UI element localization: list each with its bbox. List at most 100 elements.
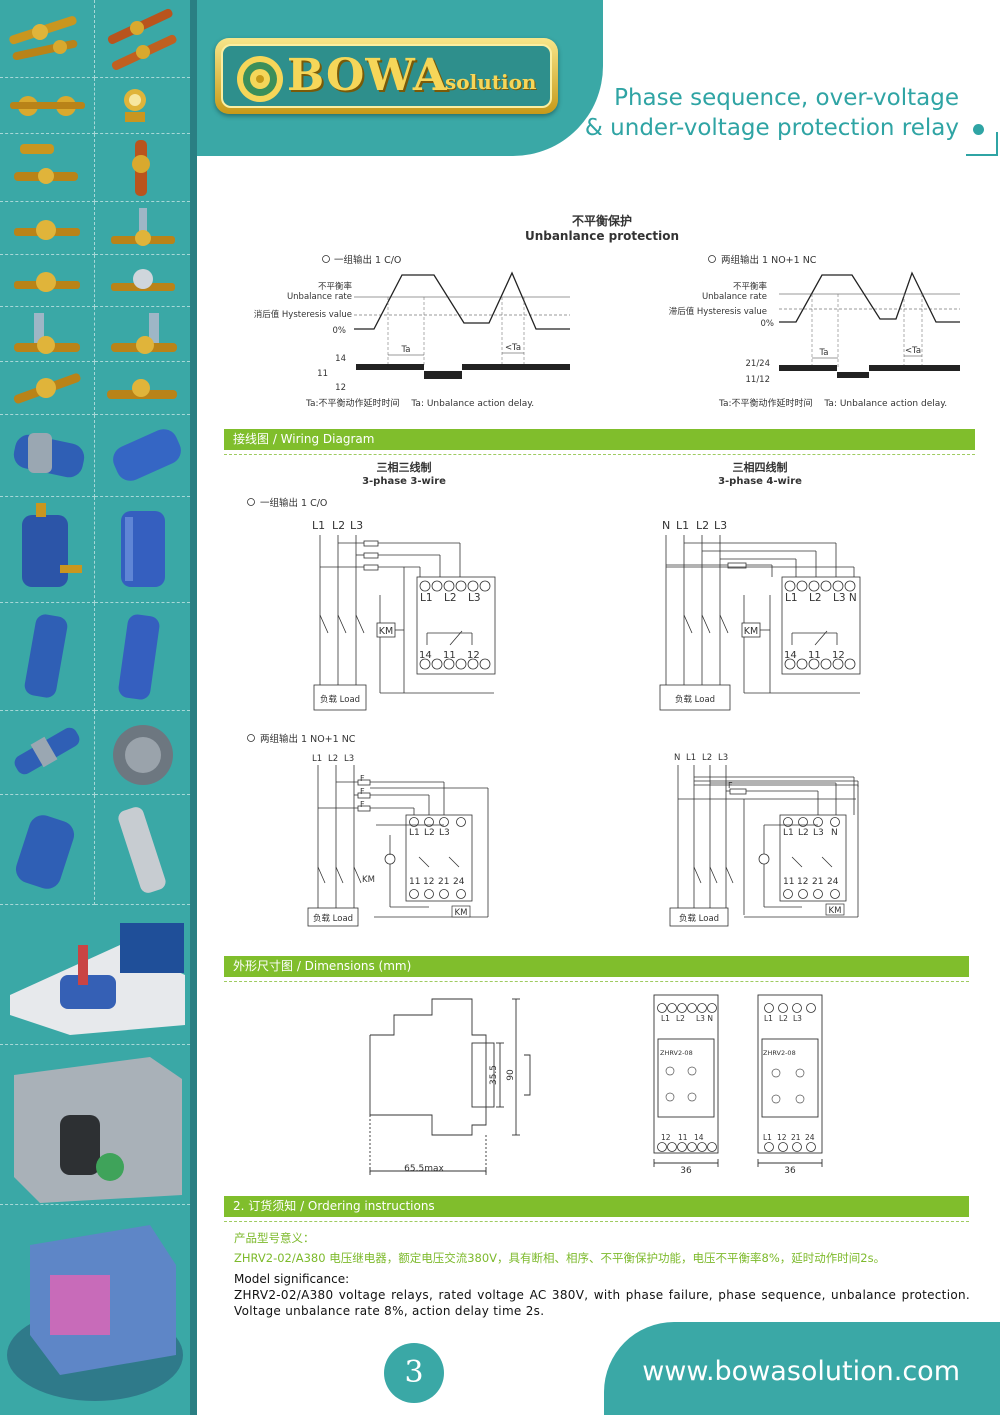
coil-km: KM [455, 908, 468, 918]
relay-state-bar [869, 365, 960, 371]
phase-l1: L1 [312, 519, 325, 532]
product-tile [0, 795, 95, 905]
bullet-dot-icon [973, 124, 984, 135]
load-label: 负载 Load [675, 694, 715, 705]
product-tile [0, 905, 190, 1045]
product-tile [95, 78, 190, 134]
product-tile [0, 415, 95, 497]
relay-front-view-co [653, 994, 719, 1167]
load-label: 负载 Load [320, 694, 360, 705]
ordering-instructions: 产品型号意义： ZHRV2-02/A380 电压继电器，额定电压交流380V，具… [234, 1230, 970, 1319]
left-rate-zh: 不平衡率 [318, 281, 353, 292]
front1-term-l1: L1 [661, 1014, 670, 1023]
fuse-f: F [360, 800, 365, 809]
front1-term-12: 12 [661, 1133, 671, 1142]
product-sidebar [0, 0, 197, 1415]
dim-width-front2: 36 [784, 1166, 796, 1176]
relay-terminals-top [419, 580, 491, 670]
brand-logo: BOWA solution [215, 38, 558, 114]
front-terminals [657, 1003, 717, 1152]
relay-term-l3n: L3 N [833, 592, 857, 604]
relay-side-profile [369, 998, 531, 1175]
left-mode-label: 一组输出 1 C/O [334, 254, 401, 266]
relay-term-24: 24 [827, 877, 839, 887]
brass-fitting-icon [14, 272, 80, 292]
dimensions-drawing: 35.5 90 65.5max L1 L2 L3 N ZHRV2-08 12 1… [369, 994, 823, 1176]
logo-emblem-icon [237, 56, 283, 102]
unbalance-protection-diagram: 不平衡保护 Unbanlance protection 一组输出 1 C/O 不… [254, 213, 960, 409]
website-link[interactable]: www.bowasolution.com [642, 1356, 960, 1387]
relay-term-l1: L1 [420, 592, 433, 604]
relay-term-l2: L2 [809, 592, 822, 604]
brass-fitting-icon [10, 96, 85, 116]
relay-term-l3: L3 [439, 828, 450, 838]
option-circle-icon [247, 734, 255, 742]
product-tile [95, 603, 190, 711]
page-title-line1: Phase sequence, over-voltage [614, 85, 959, 111]
relay-terminals-top [784, 580, 856, 670]
brass-fitting-icon [9, 16, 78, 61]
brass-fitting-icon [14, 313, 80, 354]
relay-term-l3: L3 [813, 828, 824, 838]
fuse-f: F [360, 774, 365, 783]
front1-term-l2: L2 [676, 1014, 685, 1023]
wiring-section-bar: 接线图 / Wiring Diagram [224, 429, 975, 455]
wiring-mode1: 一组输出 1 C/O [260, 497, 327, 509]
brass-fitting-icon [111, 313, 177, 354]
relay-term-12: 12 [832, 650, 845, 661]
left-relay-11: 11 [317, 369, 328, 379]
condensing-unit-icon [14, 1057, 182, 1203]
option-circle-icon [708, 255, 716, 263]
dimensions-section-bar: 外形尺寸图 / Dimensions (mm) [224, 956, 969, 982]
unbalance-title-en: Unbanlance protection [525, 229, 679, 243]
brass-fitting-icon [107, 8, 177, 71]
ordering-head-en: Model significance: [234, 1272, 350, 1286]
product-tile [0, 497, 95, 603]
brass-fitting-icon [132, 140, 150, 196]
right-ta2-label: <Ta [905, 346, 921, 356]
relay-state-bar [356, 364, 424, 370]
relay-term-l3: L3 [468, 592, 481, 604]
product-tile [95, 497, 190, 603]
product-tile [95, 202, 190, 255]
product-tile [95, 362, 190, 415]
phase-l1: L1 [676, 519, 689, 532]
relay-term-l2: L2 [444, 592, 457, 604]
right-hysteresis-label: 滞后值 Hysteresis value [669, 306, 767, 317]
relay-term-l2: L2 [798, 828, 809, 838]
brass-fitting-icon [14, 220, 80, 240]
fuse-f: F [360, 787, 365, 796]
product-tile [95, 134, 190, 202]
front1-term-l3n: L3 N [696, 1014, 713, 1023]
dim-width-front1: 36 [680, 1166, 692, 1176]
contactor-coil [451, 905, 471, 918]
product-tile [0, 1205, 190, 1415]
coil-km: KM [829, 906, 842, 916]
product-tile [0, 0, 95, 78]
relay-term-24: 24 [453, 877, 465, 887]
product-tile [95, 415, 190, 497]
heat-exchanger-icon [118, 807, 166, 893]
relay-term-14: 14 [419, 650, 432, 661]
page-number: 3 [384, 1343, 444, 1403]
phase-l1: L1 [686, 753, 696, 763]
filter-drier-icon [118, 614, 160, 700]
brass-fitting-icon [111, 269, 175, 291]
brass-fitting-icon [13, 373, 81, 404]
relay-term-l2: L2 [424, 828, 435, 838]
right-unbalance-curve [779, 271, 960, 323]
relay-term-21: 21 [438, 877, 449, 887]
phase-n: N [674, 753, 680, 763]
relay-term-n: N [831, 828, 838, 838]
relay-term-l1: L1 [785, 592, 798, 604]
relay-state-bar [424, 371, 462, 379]
front2-term-l2: L2 [779, 1014, 788, 1023]
wiring-diagram: 三相三线制 3-phase 3-wire 三相四线制 3-phase 4-wir… [247, 460, 861, 927]
front2-term-l1-bottom: L1 [763, 1133, 772, 1142]
relay-term-12: 12 [423, 877, 434, 887]
unbalance-title-zh: 不平衡保护 [572, 213, 632, 228]
right-relay-2124: 21/24 [746, 359, 771, 369]
left-ta-label: Ta [401, 345, 411, 355]
brass-fitting-icon [14, 144, 78, 184]
phase-l2: L2 [328, 754, 338, 764]
